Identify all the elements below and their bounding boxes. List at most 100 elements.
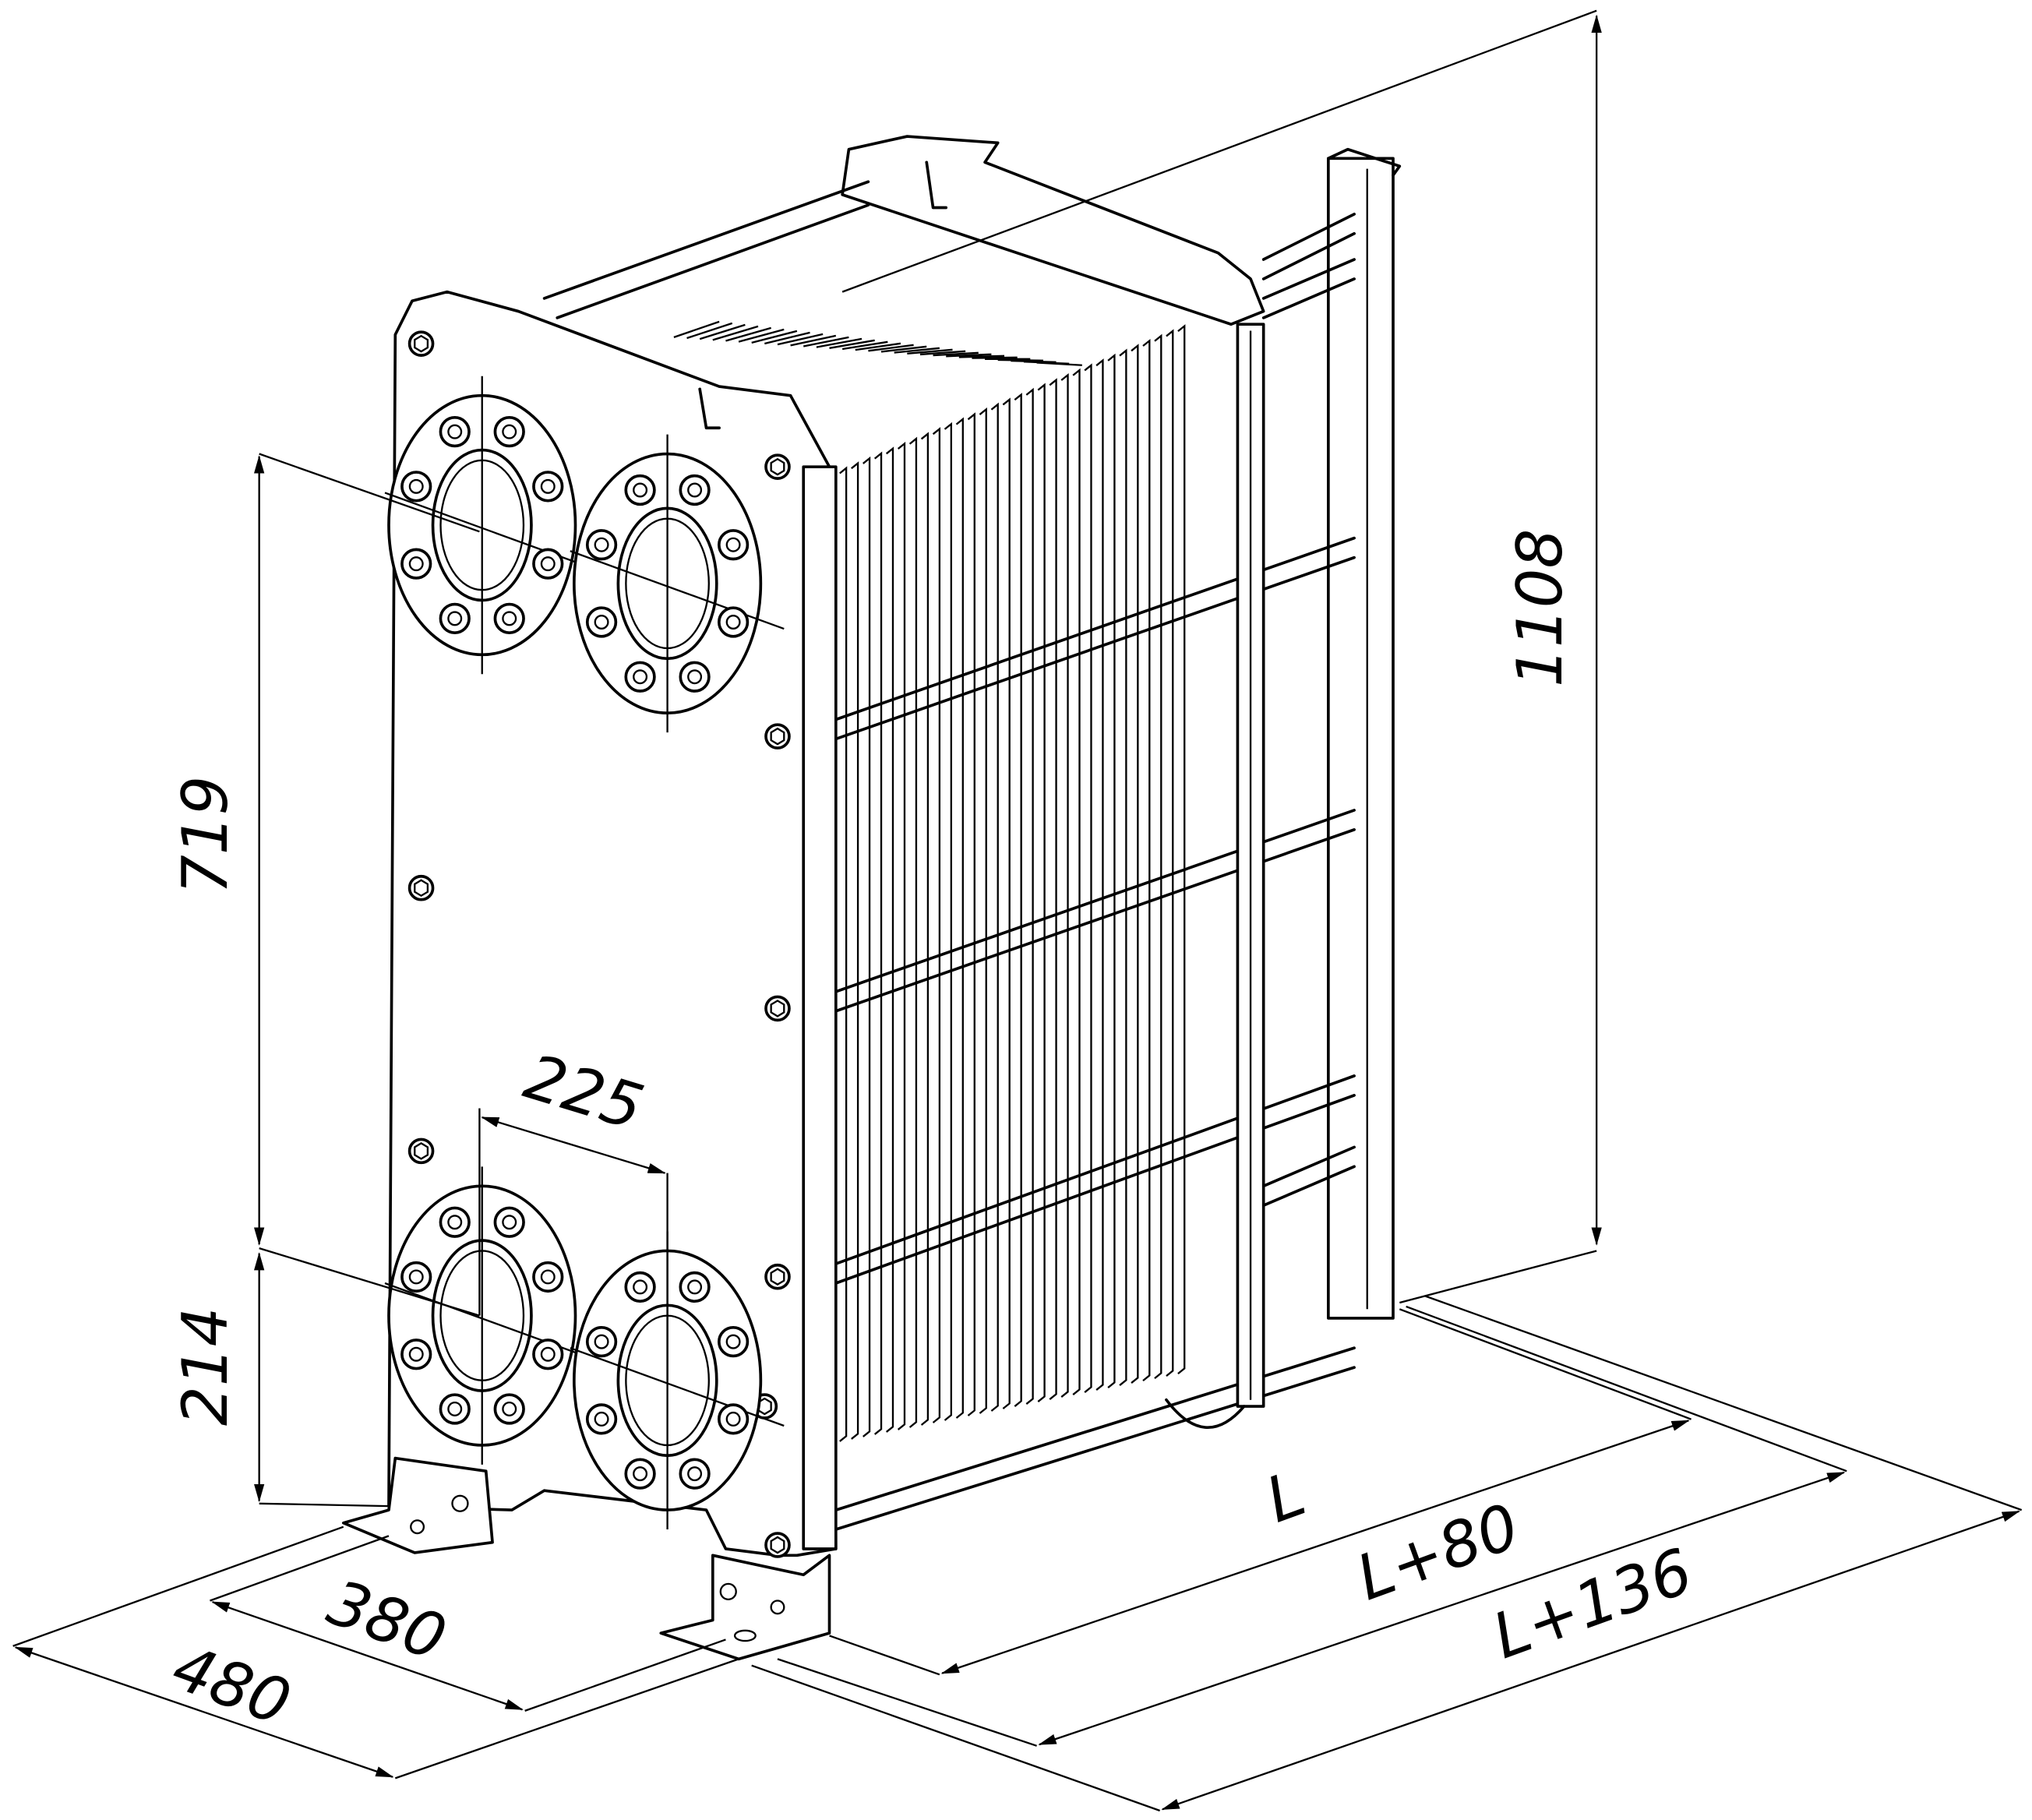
flange-bolt-icon bbox=[679, 661, 711, 693]
flange-bolt-icon bbox=[679, 1458, 711, 1490]
flange-bolt-icon bbox=[532, 548, 564, 580]
flange-bolt-icon bbox=[532, 1261, 564, 1293]
flange-bolt-icon bbox=[717, 1403, 750, 1435]
heat-transfer-plate bbox=[920, 432, 930, 1426]
dim-foot-width-inner: 380 bbox=[319, 1566, 455, 1675]
flange-bolt-icon bbox=[585, 1325, 618, 1358]
heat-transfer-plate bbox=[1154, 333, 1162, 1380]
plate-top-edge bbox=[777, 333, 824, 346]
dim-overall-height: 1108 bbox=[1504, 529, 1576, 687]
plate-top-edge bbox=[816, 337, 863, 348]
heat-transfer-plate bbox=[897, 441, 906, 1430]
heat-transfer-plate bbox=[955, 417, 964, 1419]
dim-foot-width-outer: 480 bbox=[164, 1631, 300, 1740]
plate-top-edge bbox=[738, 328, 785, 343]
flange-bolt-icon bbox=[493, 1393, 525, 1425]
plate-pack bbox=[673, 320, 1186, 1442]
heat-transfer-plate bbox=[885, 446, 894, 1433]
flange-bolt-icon bbox=[439, 1206, 471, 1238]
heat-transfer-plate bbox=[1119, 348, 1127, 1386]
heat-transfer-plate bbox=[1014, 393, 1022, 1407]
flange-bolt-icon bbox=[624, 1458, 656, 1490]
plate-top-edge bbox=[686, 322, 733, 340]
pressure-plate bbox=[1165, 323, 1265, 1429]
dim-frame-length: L+80 bbox=[1347, 1490, 1528, 1614]
bolt-icon bbox=[764, 995, 791, 1022]
heat-transfer-plate bbox=[944, 421, 953, 1421]
plate-top-edge bbox=[829, 339, 875, 349]
plate-top-edge bbox=[841, 340, 888, 351]
plate-top-edge bbox=[880, 345, 927, 353]
bolt-icon bbox=[764, 453, 791, 480]
heat-transfer-plate bbox=[839, 466, 848, 1442]
flange-bolt-icon bbox=[400, 471, 432, 503]
plate-top-edge bbox=[764, 331, 810, 345]
heat-transfer-plate bbox=[967, 412, 975, 1416]
plate-top-edge bbox=[855, 342, 901, 351]
top-carrying-bar bbox=[841, 135, 1265, 326]
flange-bolt-icon bbox=[439, 602, 471, 634]
flange-bolt-icon bbox=[532, 1339, 564, 1370]
bolt-icon bbox=[764, 723, 791, 750]
plate-top-edge bbox=[933, 351, 979, 357]
heat-transfer-plate bbox=[1060, 372, 1069, 1398]
heat-transfer-plate bbox=[1025, 387, 1034, 1405]
flange bbox=[384, 1166, 599, 1465]
heat-transfer-plate bbox=[1166, 329, 1174, 1377]
flange-bolt-icon bbox=[400, 1339, 432, 1370]
heat-transfer-plate bbox=[863, 456, 871, 1437]
flange-bolt-icon bbox=[624, 661, 656, 693]
flange-bolt-icon bbox=[532, 471, 564, 503]
plate-top-edge bbox=[751, 330, 798, 344]
plate-top-edge bbox=[712, 325, 759, 341]
bolt-icon bbox=[764, 1263, 791, 1290]
flange bbox=[384, 376, 599, 675]
flange-bolt-icon bbox=[679, 1271, 711, 1303]
flange-bolt-icon bbox=[679, 474, 711, 506]
dim-port-vertical-spacing: 719 bbox=[169, 776, 242, 894]
heat-transfer-plate bbox=[1095, 358, 1104, 1391]
flange-bolt-icon bbox=[585, 1403, 618, 1435]
flange-bolt-icon bbox=[400, 1261, 432, 1293]
plate-top-edge bbox=[725, 326, 771, 342]
dimension-lines bbox=[12, 9, 2023, 1812]
heat-transfer-plate bbox=[1084, 363, 1092, 1393]
plate-top-edge bbox=[790, 334, 837, 347]
heat-transfer-plate bbox=[1049, 378, 1057, 1400]
plate-top-edge bbox=[919, 350, 966, 356]
bolt-icon bbox=[764, 1532, 791, 1558]
heat-transfer-plate bbox=[908, 436, 918, 1428]
plate-top-edge bbox=[673, 320, 720, 338]
heat-transfer-plate bbox=[1002, 397, 1011, 1409]
flange-bolt-icon bbox=[717, 529, 750, 561]
heat-transfer-plate bbox=[1107, 353, 1116, 1388]
flange-bolt-icon bbox=[717, 606, 750, 638]
plate-top-edge bbox=[1036, 362, 1082, 366]
flange-bolt-icon bbox=[439, 1393, 471, 1425]
front-foot-right bbox=[659, 1554, 831, 1661]
plate-top-edge bbox=[946, 353, 992, 358]
flange-bolt-icon bbox=[439, 416, 471, 448]
heat-transfer-plate bbox=[851, 461, 859, 1440]
heat-transfer-plate bbox=[1142, 338, 1151, 1382]
flange-bolt-icon bbox=[585, 529, 618, 561]
dim-lower-port-height: 214 bbox=[169, 1307, 242, 1426]
heat-transfer-plate bbox=[932, 427, 941, 1423]
flange-bolt-icon bbox=[624, 474, 656, 506]
heat-transfer-plate bbox=[990, 402, 999, 1412]
heat-transfer-plate bbox=[1072, 368, 1081, 1395]
heat-transfer-plate bbox=[1037, 383, 1046, 1402]
bolt-icon bbox=[407, 330, 435, 357]
bolt-icon bbox=[407, 874, 435, 901]
plate-top-edge bbox=[868, 344, 914, 352]
flange bbox=[570, 434, 785, 733]
flange-bolt-icon bbox=[493, 416, 525, 448]
flange-bolt-icon bbox=[624, 1271, 656, 1303]
front-foot-left bbox=[341, 1456, 494, 1554]
heat-transfer-plate bbox=[1177, 324, 1186, 1375]
heat-transfer-plate bbox=[1131, 344, 1139, 1384]
bolt-icon bbox=[407, 1138, 435, 1165]
heat-transfer-plate bbox=[873, 451, 883, 1435]
flange-bolt-icon bbox=[493, 1206, 525, 1238]
